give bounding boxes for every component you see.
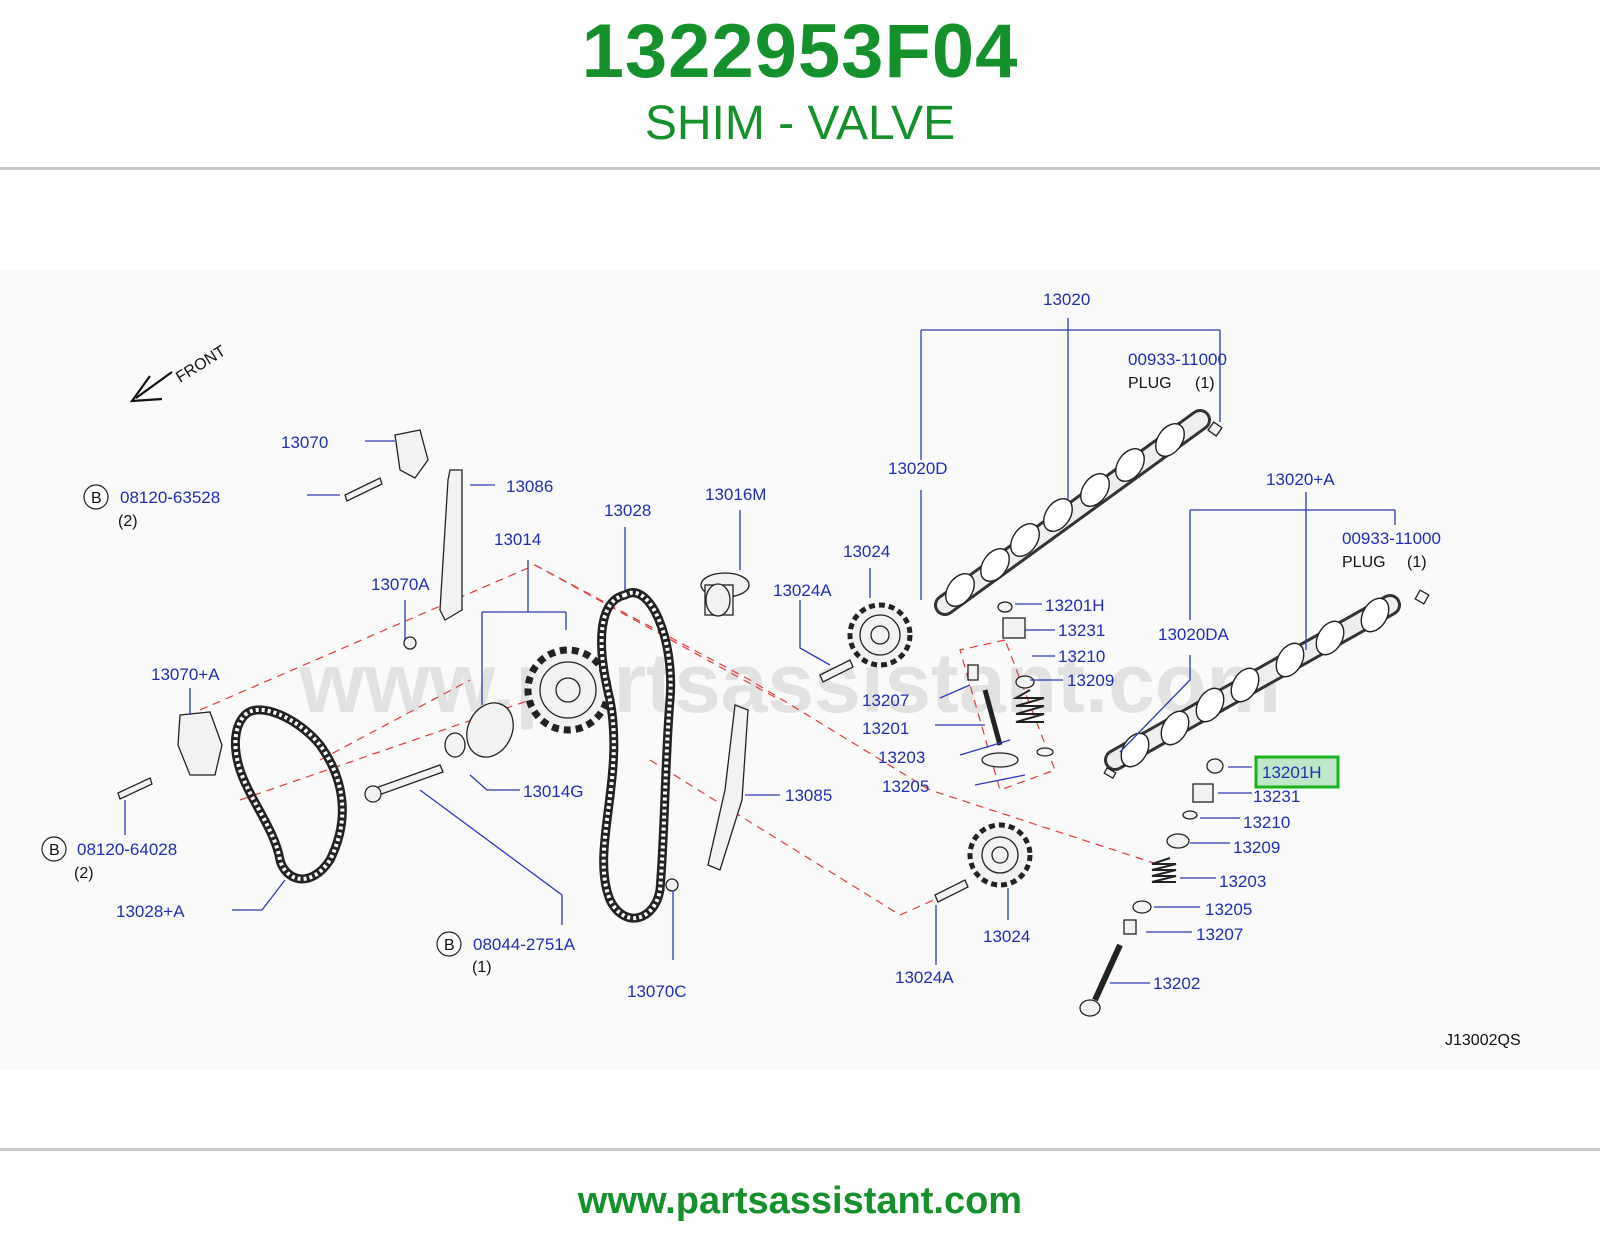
label-13231-a: 13231 [1058, 621, 1105, 640]
label-13209-b: 13209 [1233, 838, 1280, 857]
label-13014: 13014 [494, 530, 541, 549]
sprocket-13024-bottom [967, 822, 1033, 888]
label-13201h-b[interactable]: 13201H [1262, 763, 1322, 782]
label-13205-b: 13205 [1205, 900, 1252, 919]
bolt-08120a [344, 477, 383, 502]
gear-13014g [444, 702, 514, 758]
bolt-marker-b-3-text: B [444, 937, 455, 954]
tensioner-13070-plus-a [177, 711, 223, 776]
label-13024a-bottom: 13024A [895, 968, 954, 987]
qty-08120-63528: (2) [118, 513, 138, 530]
label-13210-b: 13210 [1243, 813, 1290, 832]
label-13205-a: 13205 [882, 777, 929, 796]
label-13085: 13085 [785, 786, 832, 805]
tensioner-13070 [394, 429, 429, 479]
header: 1322953F04 SHIM - VALVE [0, 0, 1600, 170]
label-13231-b: 13231 [1253, 787, 1300, 806]
camshaft-13020 [934, 409, 1223, 616]
sleeve-13016m [700, 572, 750, 617]
label-00933-11000-a: 00933-11000 [1128, 350, 1227, 369]
label-13070-plus-a: 13070+A [151, 665, 220, 684]
bolt-marker-b-2 [41, 836, 67, 862]
bolt-marker-b-3 [436, 931, 462, 957]
qty-08120-64028: (2) [74, 865, 94, 882]
plug-text-a: PLUG [1128, 375, 1172, 392]
label-13020-plus-a: 13020+A [1266, 470, 1335, 489]
sprocket-13024-top [847, 602, 913, 668]
bolt-marker-b-1 [83, 484, 109, 510]
label-13086: 13086 [506, 477, 553, 496]
bolt-marker-b-1-text: B [91, 490, 102, 507]
label-13024-bottom: 13024 [983, 927, 1030, 946]
label-13209-a: 13209 [1067, 671, 1114, 690]
label-08044-2751a: 08044-2751A [473, 935, 576, 954]
label-13207-b: 13207 [1196, 925, 1243, 944]
bolt-13024a-bottom [934, 879, 969, 903]
plug-text-b: PLUG [1342, 554, 1386, 571]
highlight-box [1254, 755, 1340, 789]
bolt-08120b [117, 777, 153, 800]
qty-plug-b: (1) [1407, 554, 1427, 571]
chain-guide-13085 [707, 704, 749, 871]
valve-train-left [967, 601, 1054, 768]
label-13020d: 13020D [888, 459, 948, 478]
label-13201h-a: 13201H [1045, 596, 1105, 615]
label-00933-11000-b: 00933-11000 [1342, 529, 1441, 548]
label-13028-plus-a: 13028+A [116, 902, 185, 921]
timing-chain-13028-plus-a [230, 705, 347, 884]
label-13024a-top: 13024A [773, 581, 832, 600]
diagram-code: J13002QS [1445, 1032, 1521, 1049]
footer-divider [0, 1148, 1600, 1151]
label-13020: 13020 [1043, 290, 1090, 309]
label-13070: 13070 [281, 433, 328, 452]
parts-diagram: www.partsassistant.com FRONT [0, 270, 1600, 1070]
label-13203-b: 13203 [1219, 872, 1266, 891]
chain-guide-13086 [439, 469, 463, 621]
qty-plug-a: (1) [1195, 375, 1215, 392]
part-number: 1322953F04 [581, 9, 1019, 94]
label-13070c: 13070C [627, 982, 687, 1001]
valve-train-right [1079, 758, 1224, 1017]
label-13201: 13201 [862, 719, 909, 738]
label-13070a: 13070A [371, 575, 430, 594]
label-13024-top: 13024 [843, 542, 890, 561]
label-13210-a: 13210 [1058, 647, 1105, 666]
footer-url-link[interactable]: www.partsassistant.com [577, 1180, 1023, 1222]
label-13207-a: 13207 [862, 691, 909, 710]
header-divider [0, 167, 1600, 170]
bolt-marker-b-2-text: B [49, 842, 60, 859]
qty-08044-2751a: (1) [472, 959, 492, 976]
bolt-13024a-top [819, 659, 854, 683]
label-13202: 13202 [1153, 974, 1200, 993]
label-13203-a: 13203 [878, 748, 925, 767]
label-13014g: 13014G [523, 782, 584, 801]
label-13020da: 13020DA [1158, 625, 1230, 644]
label-08120-63528: 08120-63528 [120, 488, 220, 507]
sprocket-13014 [524, 646, 612, 734]
timing-chain-13028 [597, 588, 676, 923]
label-08120-64028: 08120-64028 [77, 840, 177, 859]
label-13028: 13028 [604, 501, 651, 520]
watermark: www.partsassistant.com [298, 636, 1281, 730]
part-name: SHIM - VALVE [644, 97, 956, 150]
camshaft-13020-plus-a [1103, 589, 1430, 779]
label-13016m: 13016M [705, 485, 766, 504]
